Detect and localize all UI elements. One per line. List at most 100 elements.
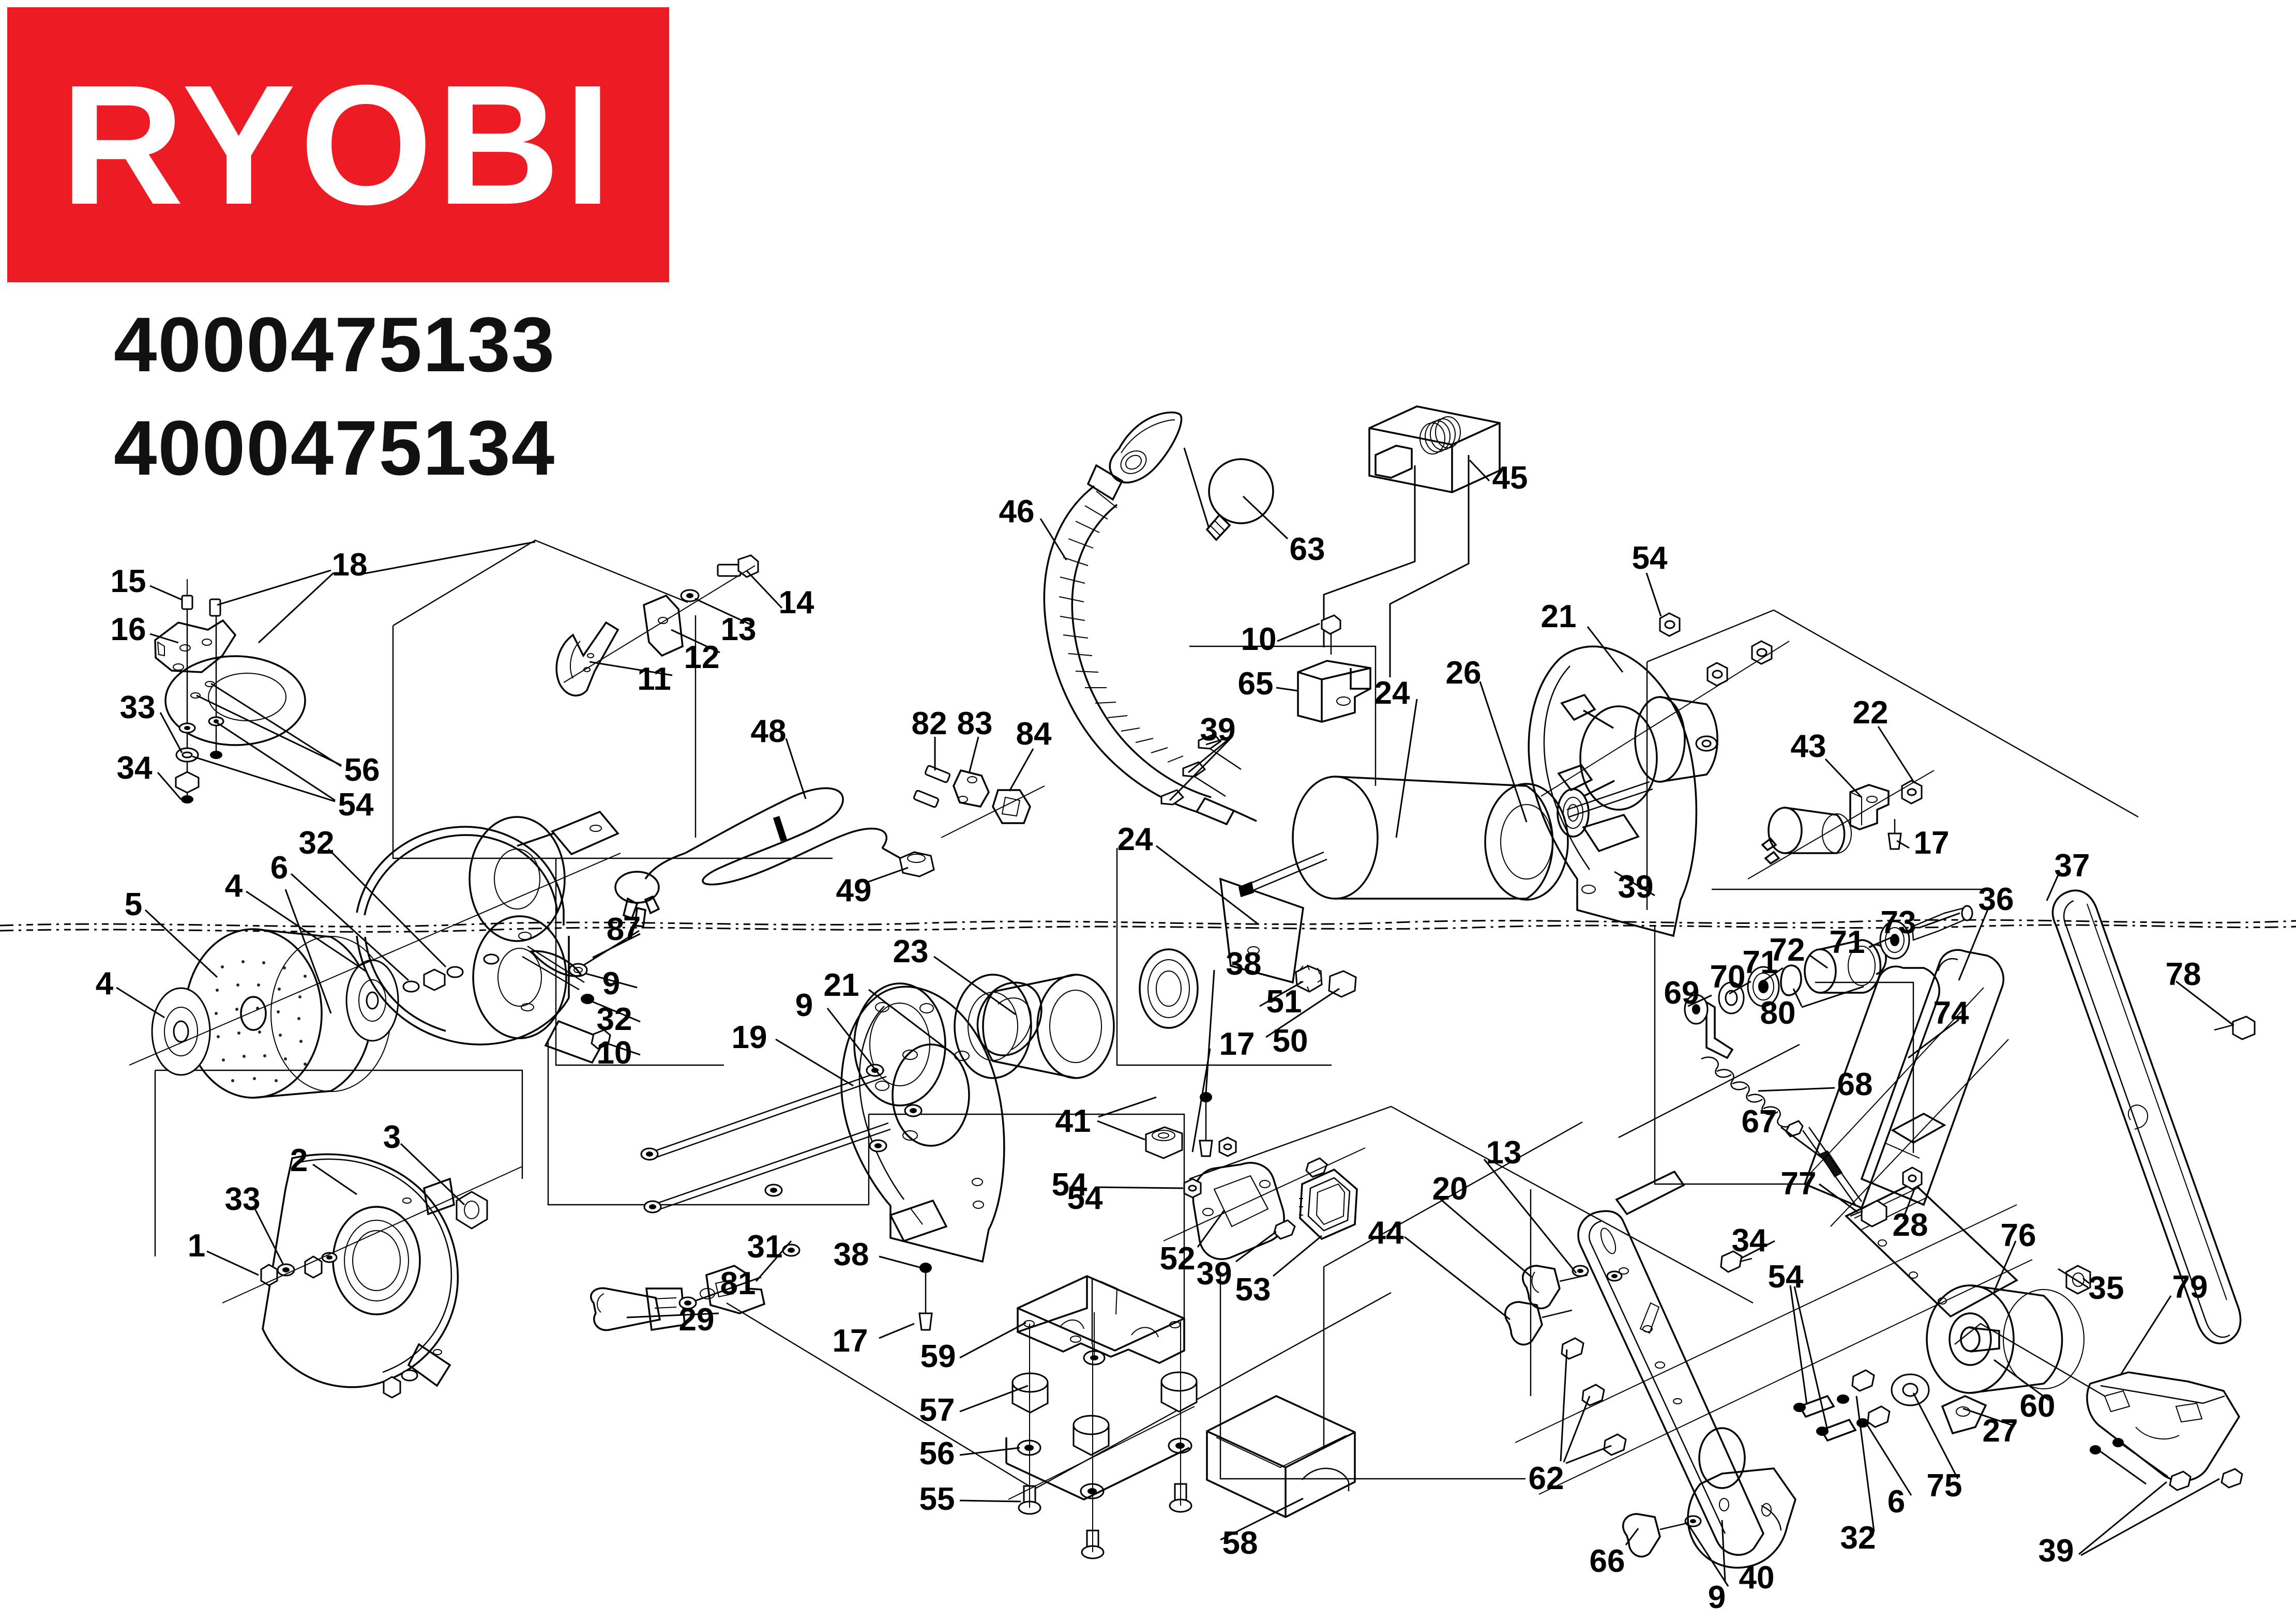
callout-37: 37	[2054, 848, 2090, 884]
callout-24-upper: 24	[1374, 675, 1410, 711]
callout-13-upper: 13	[720, 612, 757, 647]
callout-27: 27	[1982, 1413, 2018, 1449]
wheel-guard-lower-assembly	[207, 1144, 522, 1398]
callout-54-upper: 54	[338, 787, 374, 823]
callout-4-lower: 4	[95, 966, 114, 1002]
callout-1: 1	[187, 1228, 206, 1264]
break-line	[0, 920, 2296, 932]
callout-23: 23	[893, 934, 929, 969]
callout-84: 84	[1016, 716, 1052, 752]
callout-71-b: 71	[1742, 945, 1778, 980]
callout-54-right: 54	[1632, 540, 1668, 576]
callout-26: 26	[1445, 655, 1482, 691]
callout-79: 79	[2172, 1269, 2208, 1305]
callout-68: 68	[1837, 1067, 1873, 1102]
callout-54-e: 54	[1067, 1180, 1103, 1216]
callout-17-c: 17	[832, 1323, 868, 1359]
callout-58: 58	[1222, 1525, 1258, 1561]
callout-46: 46	[999, 494, 1035, 529]
callout-19: 19	[731, 1020, 767, 1055]
ryobi-logo: RYOBI	[7, 7, 669, 282]
callout-75: 75	[1926, 1468, 1962, 1504]
callout-60: 60	[2019, 1388, 2056, 1424]
idler-roller-assembly	[1685, 906, 1972, 1226]
callout-9-d: 9	[1708, 1580, 1726, 1615]
callout-45: 45	[1492, 460, 1528, 496]
callout-35: 35	[2088, 1270, 2124, 1306]
callout-52: 52	[1159, 1241, 1196, 1277]
callout-10-upper: 10	[1241, 621, 1277, 657]
callout-43: 43	[1790, 729, 1826, 764]
callout-49: 49	[836, 873, 872, 908]
callout-9-a: 9	[602, 966, 621, 1002]
callout-14: 14	[778, 585, 814, 620]
callout-21-upper: 21	[1540, 599, 1577, 634]
callout-71-a: 71	[1829, 924, 1865, 960]
callout-54-lower-right: 54	[1768, 1259, 1804, 1295]
callout-34-upper: 34	[116, 750, 153, 786]
callout-5: 5	[124, 887, 143, 922]
callout-48: 48	[750, 714, 787, 749]
callout-51: 51	[1266, 984, 1302, 1020]
power-cord-assembly	[615, 738, 934, 927]
motor-housing-right	[1529, 573, 1789, 936]
callout-13-lower: 13	[1486, 1135, 1522, 1171]
callout-33-upper: 33	[119, 690, 156, 725]
callout-34-lower: 34	[1731, 1223, 1768, 1259]
callout-83: 83	[957, 706, 993, 741]
callout-17-b: 17	[1913, 825, 1950, 861]
callout-22: 22	[1852, 695, 1889, 731]
callout-24-lower: 24	[1117, 822, 1153, 857]
callout-44: 44	[1368, 1215, 1404, 1251]
callout-18: 18	[331, 547, 368, 583]
callout-39-c: 39	[1196, 1256, 1232, 1292]
eye-shield-bracket-assembly	[150, 542, 535, 803]
switch-housing-45-65-assembly	[1276, 406, 1500, 722]
callout-40: 40	[1739, 1560, 1775, 1596]
callout-12: 12	[684, 640, 720, 675]
linkage-assembly-82-83-84	[913, 737, 1045, 838]
callout-66: 66	[1589, 1543, 1625, 1579]
callout-73: 73	[1880, 905, 1916, 941]
screw-17-lower	[919, 1313, 932, 1330]
callout-54-switch: 54	[1051, 1167, 1087, 1203]
grinding-wheel-assembly	[116, 812, 621, 1098]
callout-39-d: 39	[2038, 1533, 2074, 1569]
callout-6-upper: 6	[270, 850, 289, 886]
callout-76: 76	[2000, 1218, 2036, 1253]
callout-72: 72	[1769, 932, 1805, 968]
callout-17-a: 17	[1219, 1026, 1255, 1062]
lower-housing-assembly	[522, 931, 1004, 1338]
callout-33-lower: 33	[224, 1181, 261, 1217]
callout-80: 80	[1760, 995, 1796, 1031]
callout-20: 20	[1432, 1171, 1468, 1207]
callout-82: 82	[911, 706, 947, 741]
callout-16: 16	[110, 612, 146, 647]
callout-7: 7	[623, 911, 641, 946]
callout-70: 70	[1710, 959, 1746, 995]
callout-74: 74	[1933, 995, 1969, 1031]
callout-29: 29	[678, 1302, 715, 1338]
callout-55: 55	[919, 1481, 955, 1517]
callout-2: 2	[290, 1143, 308, 1178]
callout-10-b: 10	[596, 1035, 632, 1071]
model-number-1: 4000475133	[114, 301, 556, 388]
callout-3: 3	[383, 1119, 401, 1155]
callout-67: 67	[1741, 1104, 1777, 1140]
callout-9-b: 9	[795, 988, 813, 1023]
tool-rest-arm-assembly	[1404, 1159, 2049, 1586]
callout-4-upper: 4	[224, 868, 243, 904]
callout-57: 57	[919, 1392, 955, 1428]
callout-62: 62	[1528, 1461, 1564, 1496]
callout-56-upper: 56	[344, 752, 380, 788]
water-tray-assembly	[960, 1276, 1355, 1558]
callout-38-b: 38	[833, 1237, 869, 1272]
callout-63: 63	[1289, 532, 1325, 567]
callout-56-lower: 56	[919, 1436, 955, 1472]
callout-53: 53	[1235, 1272, 1271, 1308]
callout-36: 36	[1978, 882, 2014, 917]
callout-6-lower-right: 6	[1887, 1484, 1906, 1520]
callout-32-b: 32	[596, 1002, 632, 1037]
